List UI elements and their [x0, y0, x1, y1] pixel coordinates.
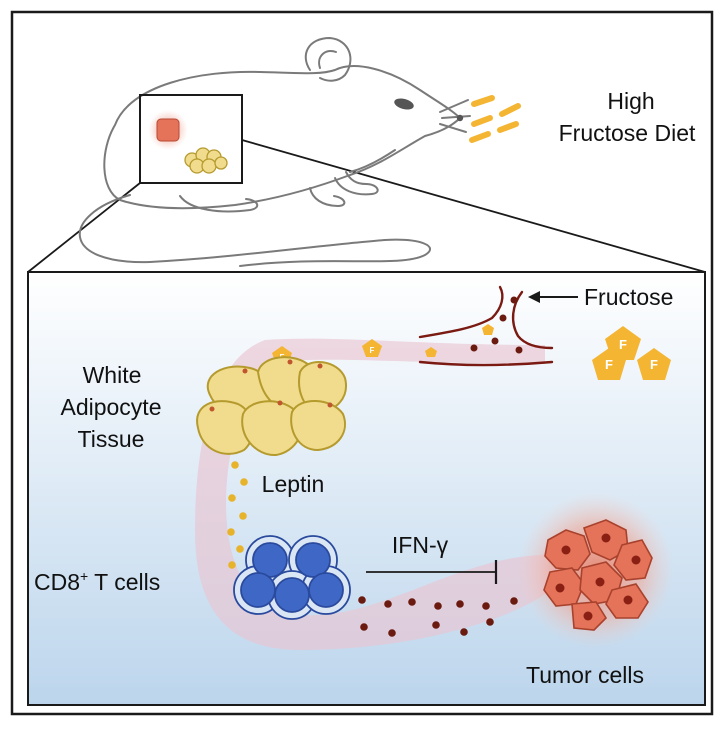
cd8-t-cell-cluster-icon	[233, 535, 351, 620]
zoom-box	[139, 94, 243, 184]
mouse-ear-inner	[318, 50, 337, 69]
arrow-head-icon	[528, 291, 540, 303]
diet-label-line1: High	[607, 88, 654, 114]
mouse-front-paw	[309, 187, 346, 207]
blood-vessel-icon	[418, 285, 554, 367]
fructose-symbol: F	[619, 337, 627, 352]
fructose-label: Fructose	[584, 284, 673, 310]
fructose-symbol: F	[650, 357, 658, 372]
fructose-small-icon	[425, 347, 437, 357]
ifn-gamma-dots	[358, 596, 518, 637]
mini-tumor-icon	[156, 118, 180, 142]
mouse-hind-foot	[179, 195, 259, 213]
vessel-cells	[470, 296, 523, 354]
fructose-small-icon	[482, 324, 494, 335]
fructose-pentagon-icon	[605, 326, 641, 360]
ifn-gamma-label: IFN-γ	[392, 532, 449, 558]
adipose-label-line1: White	[83, 362, 142, 388]
fructose-pentagon-icon	[592, 348, 626, 380]
fructose-pentagon-icon	[362, 339, 382, 357]
tumor-label: Tumor cells	[526, 662, 644, 688]
diet-label-line2: Fructose Diet	[559, 120, 696, 146]
zoom-line-right	[241, 139, 706, 273]
whisker	[441, 115, 471, 119]
tcell-label: CD8+ T cells	[34, 568, 160, 595]
fructose-pellets-icon	[469, 95, 521, 143]
mouse-body	[103, 65, 461, 210]
mouse-front-paw	[334, 171, 379, 196]
mouse-illustration	[78, 37, 471, 267]
fructose-symbol: F	[605, 357, 613, 372]
mini-fat-icon	[184, 147, 228, 174]
leptin-label: Leptin	[262, 471, 325, 497]
fructose-pentagon-icon	[637, 348, 671, 380]
fructose-symbol: F	[370, 346, 375, 355]
whisker	[439, 123, 467, 133]
adipose-label-line2: Adipocyte	[60, 394, 161, 420]
mouse-nose-icon	[456, 114, 464, 122]
mouse-eye-icon	[394, 98, 414, 110]
leptin-dots	[227, 461, 248, 569]
adipocyte-cluster-icon	[196, 356, 347, 457]
whisker	[439, 99, 469, 113]
fructose-molecules: F F F	[592, 326, 671, 380]
mouse-chin	[349, 149, 396, 173]
adipocyte-nuclei	[209, 359, 333, 412]
adipose-label-line3: Tissue	[78, 426, 145, 452]
tumor-nuclei	[555, 533, 641, 621]
mouse-ear	[304, 37, 352, 82]
mouse-tail	[78, 194, 432, 267]
